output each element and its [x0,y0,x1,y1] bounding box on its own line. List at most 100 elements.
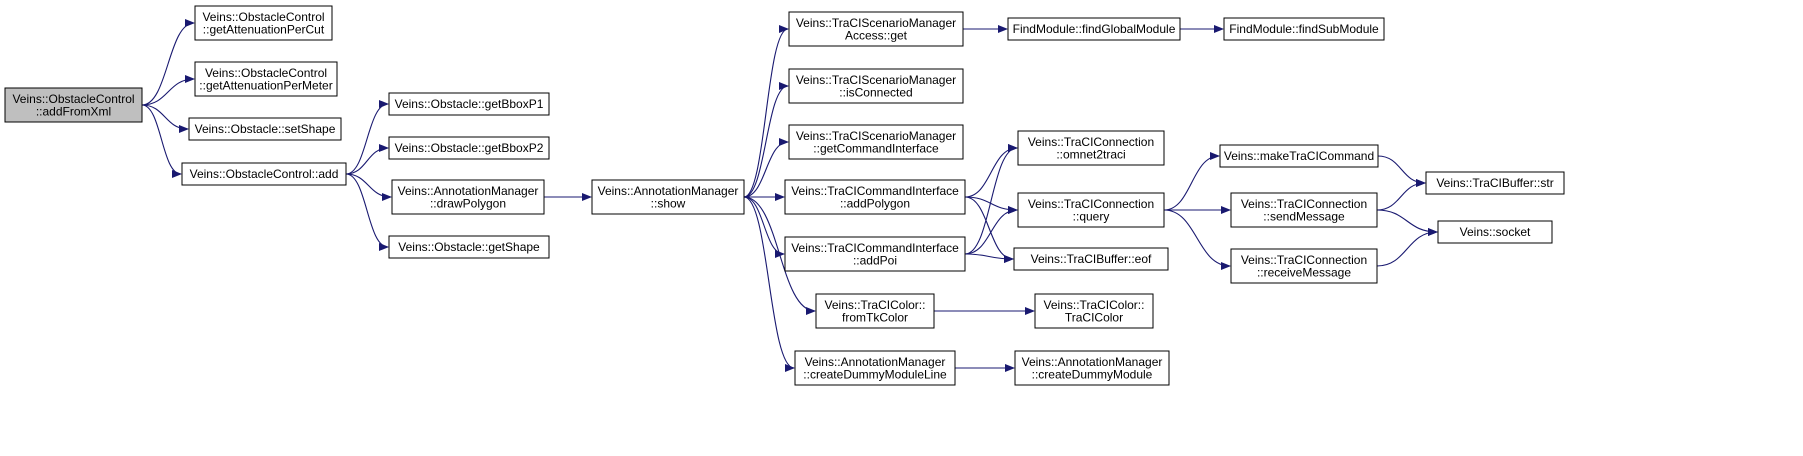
node-box [1219,144,1379,168]
node-createDummyModuleLine[interactable]: Veins::AnnotationManager::createDummyMod… [794,350,956,386]
node-getCommandInterface[interactable]: Veins::TraCIScenarioManager::getCommandI… [788,124,964,160]
node-box [4,87,143,123]
node-socket[interactable]: Veins::socket [1437,220,1553,244]
edge-addFromXml-to-getAttenuationPerMeter [141,75,195,106]
node-label: Veins::TraCICommandInterface [791,241,959,255]
node-addPolygon[interactable]: Veins::TraCICommandInterface::addPolygon [784,179,966,215]
node-label: TraCIColor [1065,310,1123,324]
node-label: ::getCommandInterface [813,141,939,155]
edge-show-to-createDummyModuleLine [743,196,795,372]
node-label: Veins::socket [1460,225,1531,239]
node-getAttenuationPerMeter[interactable]: Veins::ObstacleControl::getAttenuationPe… [194,61,338,97]
node-box [188,117,342,141]
node-label: FindModule::findSubModule [1229,22,1379,36]
node-sendMessage[interactable]: Veins::TraCIConnection::sendMessage [1230,192,1378,228]
node-box [784,179,966,215]
node-createDummyModule[interactable]: Veins::AnnotationManager::createDummyMod… [1014,350,1170,386]
node-str[interactable]: Veins::TraCIBuffer::str [1425,171,1565,195]
node-receiveMessage[interactable]: Veins::TraCIConnection::receiveMessage [1230,248,1378,284]
edge-addFromXml-to-getAttenuationPerCut [141,19,195,106]
edge-show-to-accessGet [743,25,789,198]
node-makeTraCICommand[interactable]: Veins::makeTraCICommand [1219,144,1379,168]
node-eof[interactable]: Veins::TraCIBuffer::eof [1013,247,1169,271]
node-getBboxP2[interactable]: Veins::Obstacle::getBboxP2 [388,136,550,160]
node-label: ::addPoi [853,253,897,267]
node-box [194,61,338,97]
node-box [388,235,550,259]
node-box [1013,247,1169,271]
node-label: Veins::ObstacleControl [12,92,134,106]
node-box [1230,192,1378,228]
node-box [1230,248,1378,284]
node-box [1223,17,1385,41]
node-box [784,236,966,272]
node-traciColor[interactable]: Veins::TraCIColor::TraCIColor [1034,293,1154,329]
node-findGlobalModule[interactable]: FindModule::findGlobalModule [1007,17,1181,41]
node-box [388,92,550,116]
node-show[interactable]: Veins::AnnotationManager::show [591,179,745,215]
node-box [788,124,964,160]
node-label: Veins::TraCIScenarioManager [796,73,956,87]
node-label: Veins::TraCICommandInterface [791,184,959,198]
node-label: Veins::ObstacleControl::add [190,167,339,181]
node-box [1017,130,1165,166]
node-omnet2traci[interactable]: Veins::TraCIConnection::omnet2traci [1017,130,1165,166]
node-label: Veins::TraCIConnection [1241,253,1367,267]
node-box [794,350,956,386]
node-box [788,11,964,47]
node-fromTkColor[interactable]: Veins::TraCIColor::fromTkColor [815,293,935,329]
node-box [1425,171,1565,195]
node-label: Veins::ObstacleControl [205,66,327,80]
node-box [788,68,964,104]
node-box [181,162,347,186]
node-addFromXml[interactable]: Veins::ObstacleControl::addFromXml [4,87,143,123]
node-label: Veins::TraCIBuffer::str [1436,176,1553,190]
edge-show-to-addPoi [743,196,785,258]
node-label: Veins::AnnotationManager [398,184,539,198]
node-label: Veins::AnnotationManager [805,355,946,369]
node-label: Veins::TraCIBuffer::eof [1031,252,1152,266]
node-findSubModule[interactable]: FindModule::findSubModule [1223,17,1385,41]
node-label: Veins::Obstacle::getShape [398,240,540,254]
node-label: ::drawPolygon [430,196,506,210]
edge-show-to-getCommandInterface [743,138,789,198]
node-label: fromTkColor [842,310,908,324]
edge-makeTraCICommand-to-str [1377,155,1426,187]
node-isConnected[interactable]: Veins::TraCIScenarioManager::isConnected [788,68,964,104]
node-label: ::receiveMessage [1257,265,1351,279]
node-query[interactable]: Veins::TraCIConnection::query [1017,192,1165,228]
node-getShape[interactable]: Veins::Obstacle::getShape [388,235,550,259]
edges-layer [141,19,1438,372]
edge-query-to-makeTraCICommand [1163,152,1220,211]
edge-addPoi-to-eof [964,253,1014,263]
edge-add-to-getShape [345,173,389,251]
nodes-layer: Veins::ObstacleControl::addFromXmlVeins:… [4,5,1565,386]
node-setShape[interactable]: Veins::Obstacle::setShape [188,117,342,141]
edge-query-to-receiveMessage [1163,209,1231,270]
node-label: Veins::Obstacle::setShape [195,122,336,136]
node-label: Veins::TraCIColor:: [825,298,926,312]
node-label: ::getAttenuationPerMeter [199,78,332,92]
node-label: Veins::Obstacle::getBboxP1 [395,97,544,111]
node-addPoi[interactable]: Veins::TraCICommandInterface::addPoi [784,236,966,272]
node-drawPolygon[interactable]: Veins::AnnotationManager::drawPolygon [391,179,545,215]
node-label: ::isConnected [839,85,912,99]
node-add[interactable]: Veins::ObstacleControl::add [181,162,347,186]
node-label: Veins::TraCIScenarioManager [796,129,956,143]
node-label: ::sendMessage [1263,209,1345,223]
edge-addFromXml-to-add [141,104,182,178]
edge-receiveMessage-to-socket [1376,228,1438,267]
node-label: ::addFromXml [36,104,111,118]
node-label: ::query [1073,209,1110,223]
node-getAttenuationPerCut[interactable]: Veins::ObstacleControl::getAttenuationPe… [194,5,333,41]
node-box [1014,350,1170,386]
node-label: Veins::TraCIConnection [1028,135,1154,149]
node-label: ::createDummyModule [1032,367,1153,381]
edge-sendMessage-to-socket [1376,209,1438,236]
node-getBboxP1[interactable]: Veins::Obstacle::getBboxP1 [388,92,550,116]
node-box [388,136,550,160]
edge-addPoi-to-omnet2traci [964,144,1018,255]
node-label: ::show [651,196,686,210]
node-box [1017,192,1165,228]
